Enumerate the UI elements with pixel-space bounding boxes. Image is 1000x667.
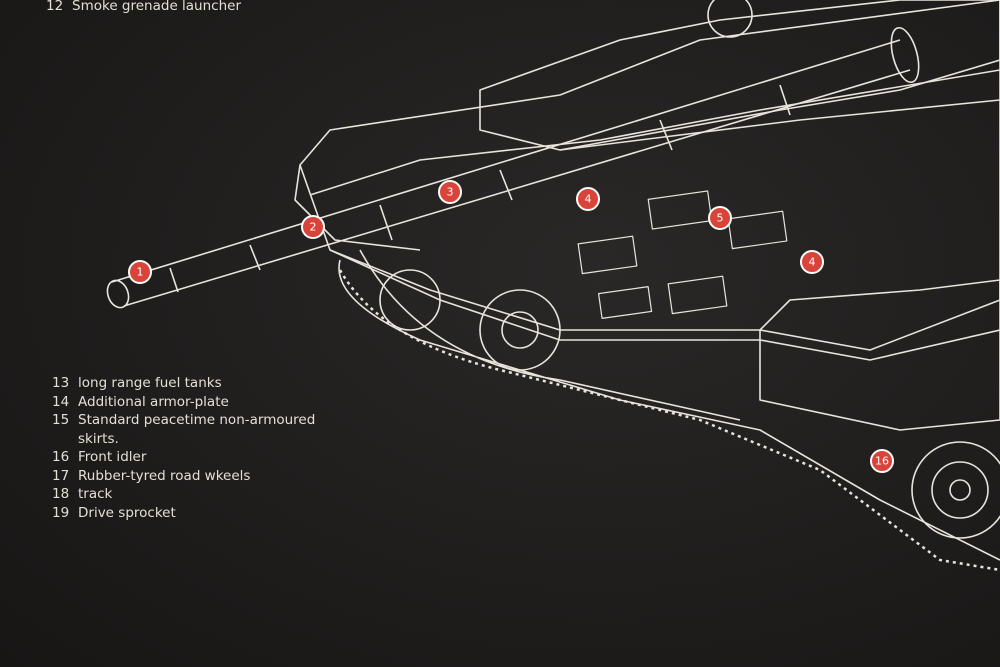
callout-number: 3 xyxy=(447,186,454,199)
callout-circle xyxy=(576,187,600,211)
legend-label: long range fuel tanks xyxy=(78,375,222,391)
callout-marker-4: 4 xyxy=(576,187,600,211)
callout-number: 5 xyxy=(717,212,724,225)
callout-number: 2 xyxy=(310,221,317,234)
legend-number: 17 xyxy=(52,467,70,484)
legend-number: 16 xyxy=(52,449,70,465)
legend-number: 14 xyxy=(52,393,70,410)
callout-circle xyxy=(301,215,325,239)
legend-number: 15 xyxy=(52,412,70,428)
legend-label: Smoke grenade launcher xyxy=(72,0,242,14)
legend-label: Standard peacetime non-armoured xyxy=(78,412,316,428)
legend-label: skirts. xyxy=(78,430,119,447)
legend-label: Rubber-tyred road wkeels xyxy=(78,467,251,484)
front-fender-right xyxy=(759,279,1000,431)
legend-item: 14 Additional armor-plate xyxy=(52,393,315,412)
legend-item: 15 Standard peacetime non-armoured xyxy=(52,411,315,430)
legend-label: track xyxy=(78,486,113,502)
callout-circle xyxy=(128,260,152,284)
legend-item: 17 Rubber-tyred road wkeels xyxy=(52,467,315,486)
legend-item: 19 Drive sprocket xyxy=(52,504,315,523)
legend-number: 18 xyxy=(52,486,70,502)
callout-number: 16 xyxy=(875,455,889,468)
legend-number: 19 xyxy=(52,504,70,521)
callout-number: 4 xyxy=(809,256,816,269)
callout-marker-16: 16 xyxy=(870,449,894,473)
callout-circle xyxy=(800,250,824,274)
callout-marker-2: 2 xyxy=(301,215,325,239)
road-wheels xyxy=(379,269,1000,539)
legend-item: 18 track xyxy=(52,485,315,504)
callout-marker-3: 3 xyxy=(438,180,462,204)
callout-number: 4 xyxy=(585,193,592,206)
callout-number: 1 xyxy=(137,266,144,279)
legend-bottom: 13 long range fuel tanks 14 Additional arm… xyxy=(52,374,315,522)
hull-glacis xyxy=(299,0,1000,351)
callout-circle xyxy=(708,206,732,230)
turret xyxy=(479,0,1000,151)
legend-item: 12 Smoke grenade launcher xyxy=(46,0,241,16)
legend-number: 13 xyxy=(52,375,70,391)
callout-marker-1: 1 xyxy=(128,260,152,284)
callout-circle xyxy=(438,180,462,204)
legend-label: Front idler xyxy=(78,449,147,465)
legend-item: 13 long range fuel tanks xyxy=(52,374,315,393)
callout-marker-5: 5 xyxy=(708,206,732,230)
callout-circle xyxy=(870,449,894,473)
legend-item-continuation: skirts. xyxy=(52,430,315,449)
legend-number: 12 xyxy=(46,0,64,14)
legend-item: 16 Front idler xyxy=(52,448,315,467)
legend-label: Drive sprocket xyxy=(78,504,176,521)
hull-side xyxy=(329,249,1000,361)
legend-label: Additional armor-plate xyxy=(78,393,229,410)
legend-top: 12 Smoke grenade launcher xyxy=(46,0,241,16)
callout-marker-4: 4 xyxy=(800,250,824,274)
gun-barrel xyxy=(106,26,920,309)
